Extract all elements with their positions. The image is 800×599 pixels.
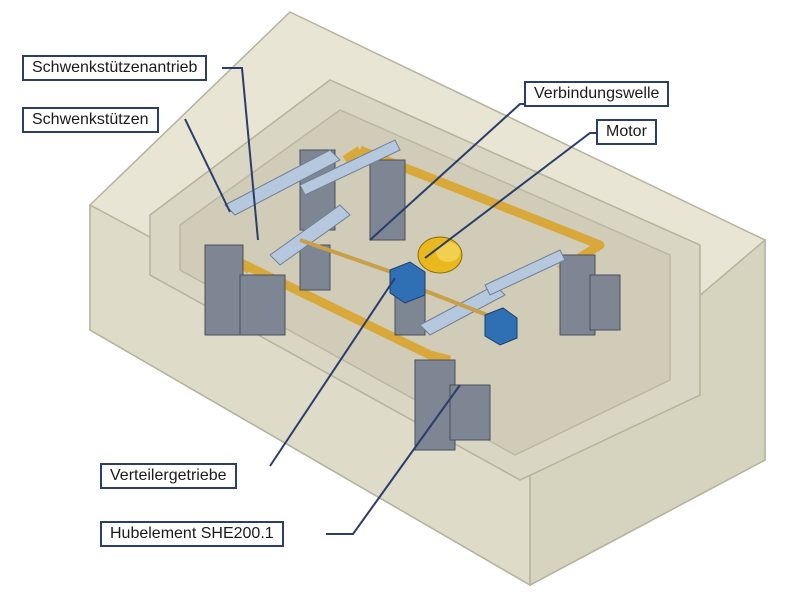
label-verbindungswelle: Verbindungswelle bbox=[524, 81, 670, 107]
gearboxes bbox=[389, 261, 518, 346]
label-hubelement: Hubelement SHE200.1 bbox=[100, 521, 284, 547]
label-schwenkstuetzenantrieb: Schwenkstützenantrieb bbox=[22, 55, 208, 81]
motor-part bbox=[417, 236, 463, 274]
label-motor: Motor bbox=[596, 119, 657, 145]
label-verteilergetriebe: Verteilergetriebe bbox=[100, 463, 237, 489]
label-schwenkstuetzen: Schwenkstützen bbox=[22, 107, 159, 133]
